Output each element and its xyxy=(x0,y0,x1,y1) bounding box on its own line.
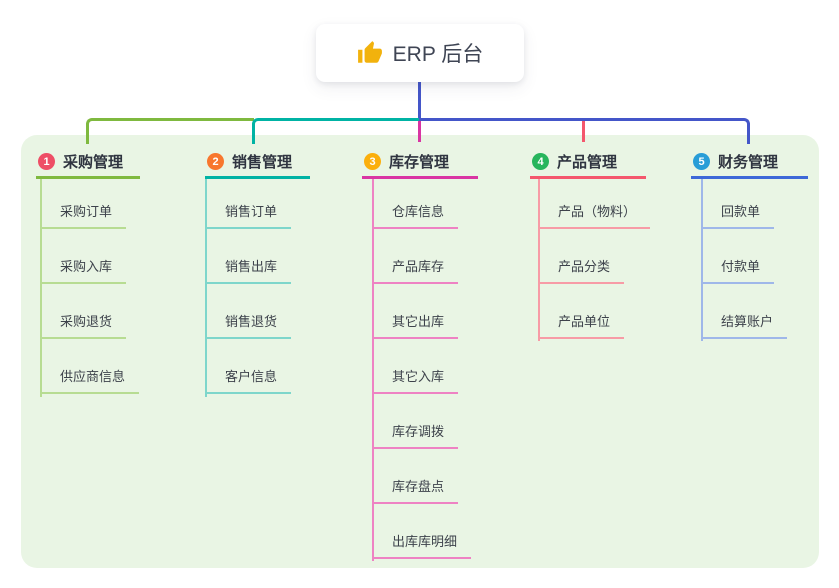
branches-panel-background xyxy=(21,135,819,568)
branch-label: 销售管理 xyxy=(232,154,293,171)
branch-1-header[interactable]: 1 采购管理 xyxy=(36,147,140,179)
branch-3-child-line xyxy=(372,179,374,561)
child-node[interactable]: 产品单位 xyxy=(538,307,625,339)
child-node[interactable]: 销售出库 xyxy=(205,252,292,284)
branch-5-header[interactable]: 5 财务管理 xyxy=(691,147,808,179)
child-node[interactable]: 付款单 xyxy=(701,252,775,284)
child-node[interactable]: 采购退货 xyxy=(40,307,127,339)
child-node[interactable]: 采购订单 xyxy=(40,197,127,229)
child-node[interactable]: 结算账户 xyxy=(701,307,788,339)
child-node[interactable]: 销售订单 xyxy=(205,197,292,229)
branch-4-header[interactable]: 4 产品管理 xyxy=(530,147,646,179)
branch-number-badge: 2 xyxy=(207,153,224,170)
branch-label: 库存管理 xyxy=(389,154,450,171)
thumbs-up-icon xyxy=(357,41,382,63)
connector-branch-3 xyxy=(418,121,421,142)
child-node[interactable]: 产品（物料） xyxy=(538,197,651,229)
child-node[interactable]: 产品分类 xyxy=(538,252,625,284)
branch-label: 财务管理 xyxy=(718,154,779,171)
branch-number-badge: 5 xyxy=(693,153,710,170)
connector-branch-5 xyxy=(419,118,750,144)
branch-number-badge: 4 xyxy=(532,153,549,170)
connector-branch-4 xyxy=(582,121,585,142)
child-node[interactable]: 客户信息 xyxy=(205,362,292,394)
branch-label: 产品管理 xyxy=(557,154,618,171)
branch-number-badge: 1 xyxy=(38,153,55,170)
child-node[interactable]: 产品库存 xyxy=(372,252,459,284)
child-node[interactable]: 供应商信息 xyxy=(40,362,140,394)
root-connector-line xyxy=(418,82,421,119)
child-node[interactable]: 其它入库 xyxy=(372,362,459,394)
child-node[interactable]: 销售退货 xyxy=(205,307,292,339)
child-node[interactable]: 采购入库 xyxy=(40,252,127,284)
child-node[interactable]: 其它出库 xyxy=(372,307,459,339)
branch-3-header[interactable]: 3 库存管理 xyxy=(362,147,478,179)
connector-branch-1 xyxy=(86,118,254,144)
child-node[interactable]: 仓库信息 xyxy=(372,197,459,229)
child-node[interactable]: 库存调拨 xyxy=(372,417,459,449)
child-node[interactable]: 回款单 xyxy=(701,197,775,229)
branch-1-child-line xyxy=(40,179,42,397)
root-node[interactable]: ERP 后台 xyxy=(316,24,524,82)
branch-4-child-line xyxy=(538,179,540,341)
branch-number-badge: 3 xyxy=(364,153,381,170)
root-label: ERP 后台 xyxy=(392,43,484,66)
branch-5-child-line xyxy=(701,179,703,341)
child-node[interactable]: 出库库明细 xyxy=(372,527,472,559)
branch-label: 采购管理 xyxy=(63,154,124,171)
child-node[interactable]: 库存盘点 xyxy=(372,472,459,504)
branch-2-header[interactable]: 2 销售管理 xyxy=(205,147,310,179)
branch-2-child-line xyxy=(205,179,207,397)
connector-branch-2 xyxy=(252,118,419,144)
